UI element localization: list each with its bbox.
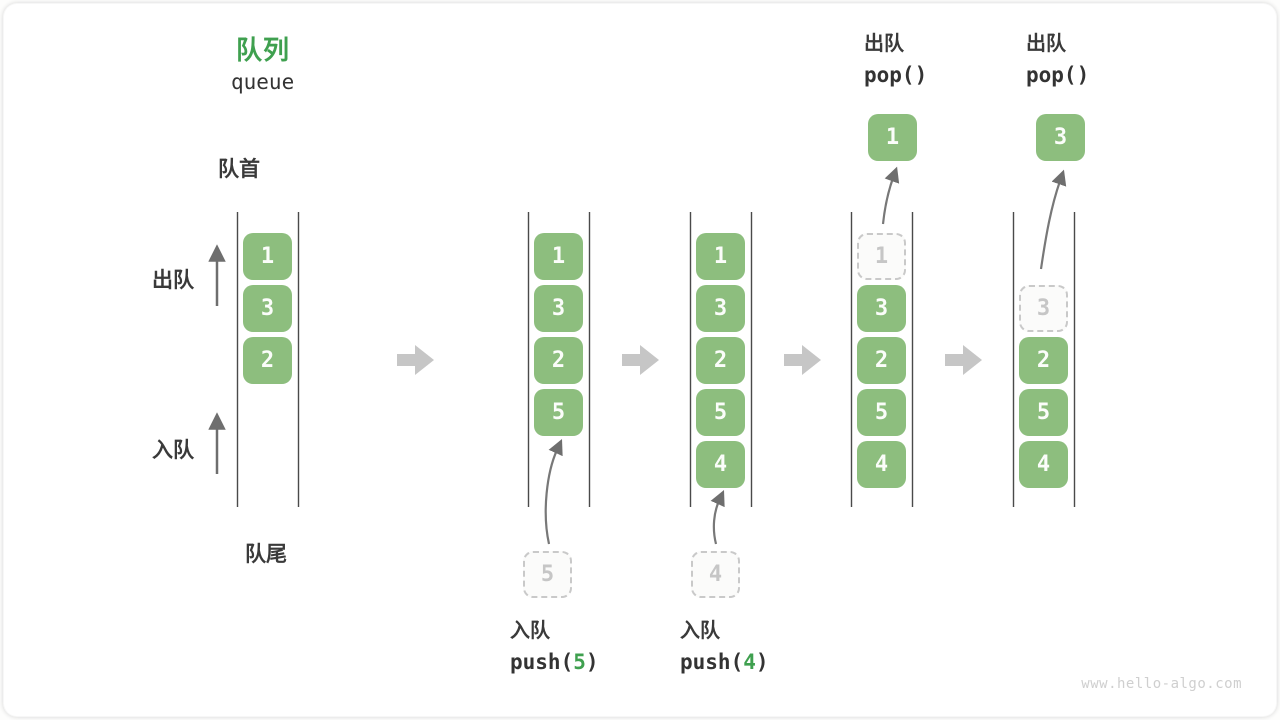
push4-op-block: 入队 push(4)	[680, 621, 769, 673]
queue-cell: 5	[534, 389, 583, 436]
push4-close: )	[755, 650, 769, 674]
queue-cell: 5	[696, 389, 745, 436]
pop1-op-code: pop()	[864, 63, 928, 87]
queue-cell: 4	[696, 441, 745, 488]
push4-op-code: push(4)	[680, 652, 769, 673]
queue-cell-ghost: 3	[1019, 285, 1068, 332]
queue-cell: 5	[857, 389, 906, 436]
queue-cell: 3	[243, 285, 292, 332]
push4-arg: 4	[743, 650, 756, 674]
queue-cell: 2	[696, 337, 745, 384]
queue-cell: 2	[857, 337, 906, 384]
queue-cell: 3	[857, 285, 906, 332]
push5-op-code: push(5)	[510, 652, 599, 673]
push4-op-label: 入队	[680, 620, 720, 642]
queue-cell: 3	[534, 285, 583, 332]
push5-op-block: 入队 push(5)	[510, 621, 599, 673]
push5-arg: 5	[573, 650, 586, 674]
queue-cell: 2	[243, 337, 292, 384]
diagram-card	[3, 3, 1277, 717]
push5-close: )	[585, 650, 599, 674]
pop2-op-label: 出队	[1026, 33, 1066, 55]
diagram-title-en: queue	[231, 70, 295, 94]
queue-cell: 1	[696, 233, 745, 280]
dequeue-direction-label: 出队	[152, 269, 194, 292]
push5-op-label: 入队	[510, 620, 550, 642]
popped-cell-1: 1	[868, 114, 917, 161]
queue-cell: 1	[534, 233, 583, 280]
queue-cell: 4	[857, 441, 906, 488]
queue-cell: 4	[1019, 441, 1068, 488]
queue-cell: 1	[243, 233, 292, 280]
queue-cell: 3	[696, 285, 745, 332]
diagram-title-zh: 队列	[236, 35, 291, 65]
queue-cell-ghost: 1	[857, 233, 906, 280]
popped-cell-3: 3	[1036, 114, 1085, 161]
pop2-op-code: pop()	[1026, 63, 1090, 87]
push4-fn: push(	[680, 650, 744, 674]
queue-rear-label: 队尾	[245, 543, 287, 566]
pop1-op-block: 出队 pop()	[864, 34, 927, 86]
staged-cell-5: 5	[523, 551, 572, 598]
watermark: www.hello-algo.com	[1081, 676, 1242, 692]
pop2-op-block: 出队 pop()	[1026, 34, 1089, 86]
queue-front-label: 队首	[218, 158, 260, 181]
enqueue-direction-label: 入队	[152, 439, 194, 462]
push5-fn: push(	[510, 650, 574, 674]
queue-cell: 2	[1019, 337, 1068, 384]
pop1-op-label: 出队	[864, 33, 904, 55]
queue-cell: 5	[1019, 389, 1068, 436]
staged-cell-4: 4	[691, 551, 740, 598]
queue-cell: 2	[534, 337, 583, 384]
